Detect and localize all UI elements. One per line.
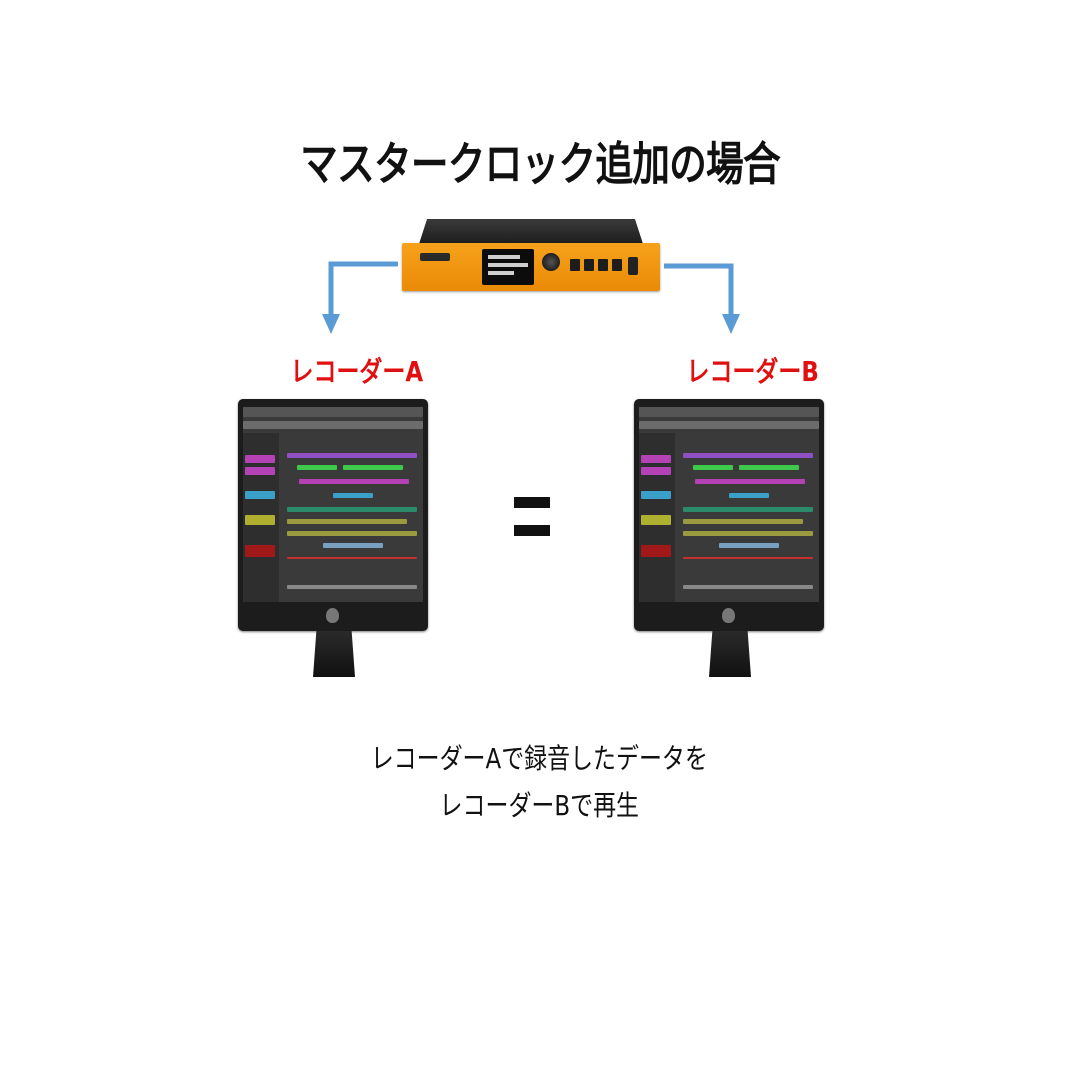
daw-screen bbox=[243, 407, 423, 602]
daw-screen bbox=[639, 407, 819, 602]
apple-logo-icon bbox=[326, 608, 339, 623]
apple-logo-icon bbox=[722, 608, 735, 623]
recorder-a-label: レコーダーA bbox=[290, 355, 424, 388]
desktop-monitor-icon bbox=[238, 399, 428, 677]
desktop-monitor-icon bbox=[634, 399, 824, 677]
equals-sign bbox=[514, 497, 550, 543]
master-clock-unit-icon bbox=[402, 219, 660, 291]
recorder-b-label: レコーダーB bbox=[686, 355, 819, 388]
caption-line-2: レコーダーBで再生 bbox=[439, 789, 639, 822]
down-arrow-icon bbox=[664, 263, 740, 334]
diagram-title: マスタークロック追加の場合 bbox=[300, 137, 781, 191]
caption-line-1: レコーダーAで録音したデータを bbox=[370, 742, 708, 775]
down-arrow-icon bbox=[322, 261, 398, 334]
